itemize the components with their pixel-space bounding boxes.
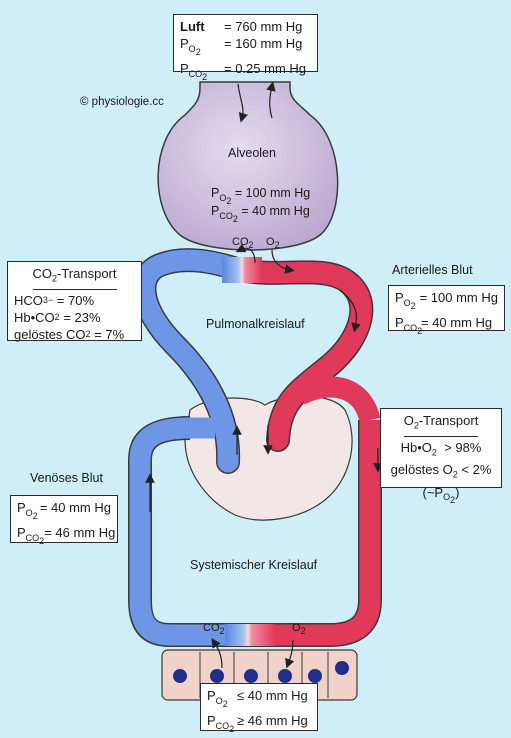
venous-pressure-box: PO2= 40 mm Hg PCO2= 46 mm Hg: [10, 495, 118, 546]
arterial-blood-label: Arterielles Blut: [392, 263, 473, 277]
tissue-po2-label: PO2: [207, 688, 228, 709]
tissue-o2-arrow: [285, 639, 295, 669]
o2-transport-title: O2-Transport: [403, 412, 479, 437]
air-pco2-value: = 0.25 mm Hg: [224, 61, 307, 77]
systemic-arterial-vessel: [270, 420, 381, 646]
systemic-venous-vessel: [129, 417, 215, 600]
venous-blood-label: Venöses Blut: [30, 471, 103, 485]
o2-entry-arrow: [271, 249, 295, 274]
air-po2-label: PO2: [180, 36, 201, 57]
pulmonary-capillary-transition: [222, 257, 262, 283]
arterial-pco2-value: = 40 mm Hg: [421, 315, 493, 331]
luft-value: = 760 mm Hg: [224, 19, 303, 34]
inspiration-arrow: [237, 83, 248, 123]
air-po2-value: = 160 mm Hg: [224, 36, 303, 51]
venous-pco2-label: PCO2: [17, 525, 45, 546]
tissue-pco2-value: ≥ 46 mm Hg: [237, 713, 308, 729]
air-pco2-label: PCO2: [180, 61, 208, 82]
pulmonary-circuit-label: Pulmonalkreislauf: [206, 317, 305, 331]
systemic-venous-lower: [129, 599, 230, 646]
tissue-o2-label: O2: [292, 622, 306, 637]
systemic-capillary-transition: [225, 624, 275, 646]
venous-po2-value: = 40 mm Hg: [39, 500, 111, 515]
alveolus-po2-row: PO2 = 100 mm Hg: [211, 186, 311, 206]
pulmonary-arterial-flow-arrow: [339, 289, 361, 333]
air-pressure-box: Luft = 760 mm Hg PO2 = 160 mm Hg PCO2 = 0.2…: [173, 14, 318, 82]
alveolus-label: Alveolen: [228, 146, 276, 160]
arterial-po2-value: = 100 mm Hg: [419, 290, 498, 305]
arterial-pco2-label: PCO2: [395, 315, 423, 336]
alveolus-po2-value: = 100 mm Hg: [234, 186, 311, 200]
expiration-arrow: [266, 81, 276, 119]
o2-approx-row: (~PO2): [422, 484, 460, 506]
alveolus-o2-label: O2: [266, 236, 280, 251]
o2-dissolved-row: gelöstes O2 < 2%: [390, 462, 492, 480]
pulmonary-venous-vessel: [134, 249, 251, 473]
tissue-pco2-label: PCO2: [207, 713, 235, 734]
tissue-po2-value: ≤ 40 mm Hg: [237, 688, 308, 703]
alveolus-shape: [157, 81, 339, 251]
venous-pco2-value: = 46 mm Hg: [44, 525, 116, 541]
o2-hbo2-row: Hb•O2 > 98%: [400, 439, 482, 458]
arterial-pressure-box: PO2= 100 mm Hg PCO2= 40 mm Hg: [388, 285, 505, 336]
tissue-pressure-box: PO2 ≤ 40 mm Hg PCO2≥ 46 mm Hg: [200, 683, 318, 734]
venous-po2-label: PO2: [17, 500, 38, 521]
alveolus-co2-label: CO2: [232, 236, 254, 251]
alveolus-pco2-row: PCO2 = 40 mm Hg: [211, 204, 310, 224]
o2-transport-box: O2-Transport Hb•O2 > 98% gelöstes O2 < 2…: [380, 408, 502, 505]
tissue-co2-label: CO2: [203, 622, 225, 637]
arterial-po2-label: PO2: [395, 290, 416, 311]
co2-transport-title: CO2-Transport: [32, 265, 117, 290]
aorta-vessel: [295, 376, 381, 424]
alveolus-pco2-value: = 40 mm Hg: [241, 204, 310, 218]
co2-exit-arrow: [235, 243, 256, 264]
luft-label: Luft: [180, 19, 205, 34]
copyright-label: © physiologie.cc: [80, 96, 164, 108]
pulmonary-arterial-vessel: [229, 259, 372, 451]
tissue-co2-arrow: [211, 638, 223, 669]
systemic-circuit-label: Systemischer Kreislauf: [190, 558, 318, 572]
